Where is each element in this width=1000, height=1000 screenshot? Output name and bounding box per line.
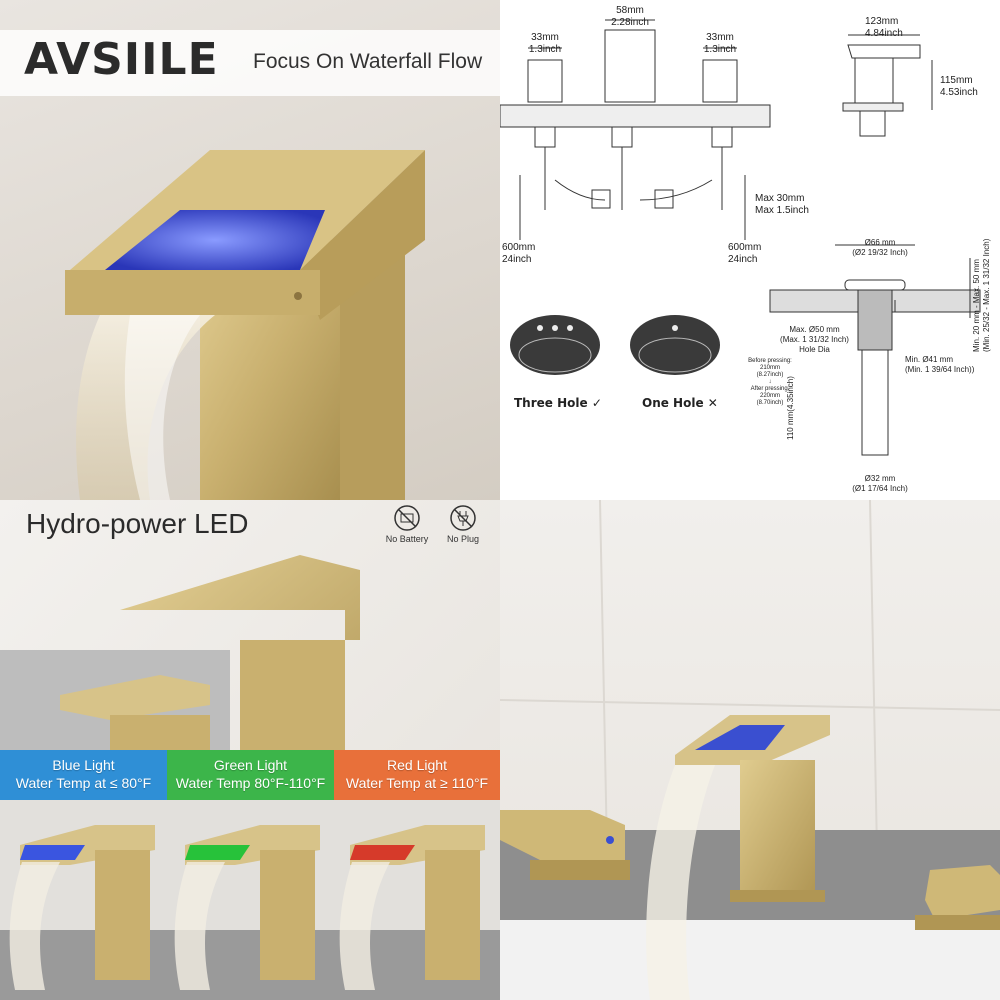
- hero-photo-panel: AVSIILE Focus On Waterfall Flow: [0, 0, 500, 500]
- drain-press-dim: Before pressing:210mm(8.27inch)↓After pr…: [748, 358, 792, 406]
- drain-length-dim: 110 mm(4.35inch): [786, 376, 795, 440]
- faucet-line-drawing: [500, 19, 981, 456]
- drain-bottom-dim: Ø32 mm(Ø1 17/64 Inch): [852, 474, 908, 493]
- led-faucet-photos: [0, 555, 500, 1000]
- hydro-led-panel: Hydro-power LED No Battery No Plug Blue …: [0, 500, 500, 1000]
- brand-banner: AVSIILE Focus On Waterfall Flow: [0, 30, 500, 96]
- no-battery-icon: [394, 505, 420, 531]
- no-battery-badge: No Battery: [382, 504, 432, 544]
- three-hole-label: Three Hole ✓: [514, 396, 602, 410]
- drain-hole-dim: Max. Ø50 mm(Max. 1 31/32 Inch)Hole Dia: [780, 325, 849, 354]
- brand-tagline: Focus On Waterfall Flow: [253, 50, 483, 73]
- drain-top-dim: Ø66 mm(Ø2 19/32 Inch): [852, 238, 908, 257]
- deck-thickness-dim: Min. 20 mm - Max. 50 mm(Min. 25/32 - Max…: [972, 238, 991, 352]
- no-plug-icon: [450, 505, 476, 531]
- installed-faucet-photo-panel: [500, 500, 1000, 1000]
- drain-min-dim: Min. Ø41 mm(Min. 1 39/64 Inch)): [905, 355, 975, 374]
- one-hole-label: One Hole ✕: [642, 396, 718, 410]
- installed-faucet-photo: [500, 500, 1000, 1000]
- waterfall-faucet-photo: [65, 150, 425, 500]
- hydro-title: Hydro-power LED: [26, 508, 249, 539]
- no-plug-badge: No Plug: [438, 504, 488, 544]
- cross-icon: ✕: [707, 396, 718, 410]
- check-icon: ✓: [591, 396, 602, 410]
- brand-name: AVSIILE: [24, 34, 219, 85]
